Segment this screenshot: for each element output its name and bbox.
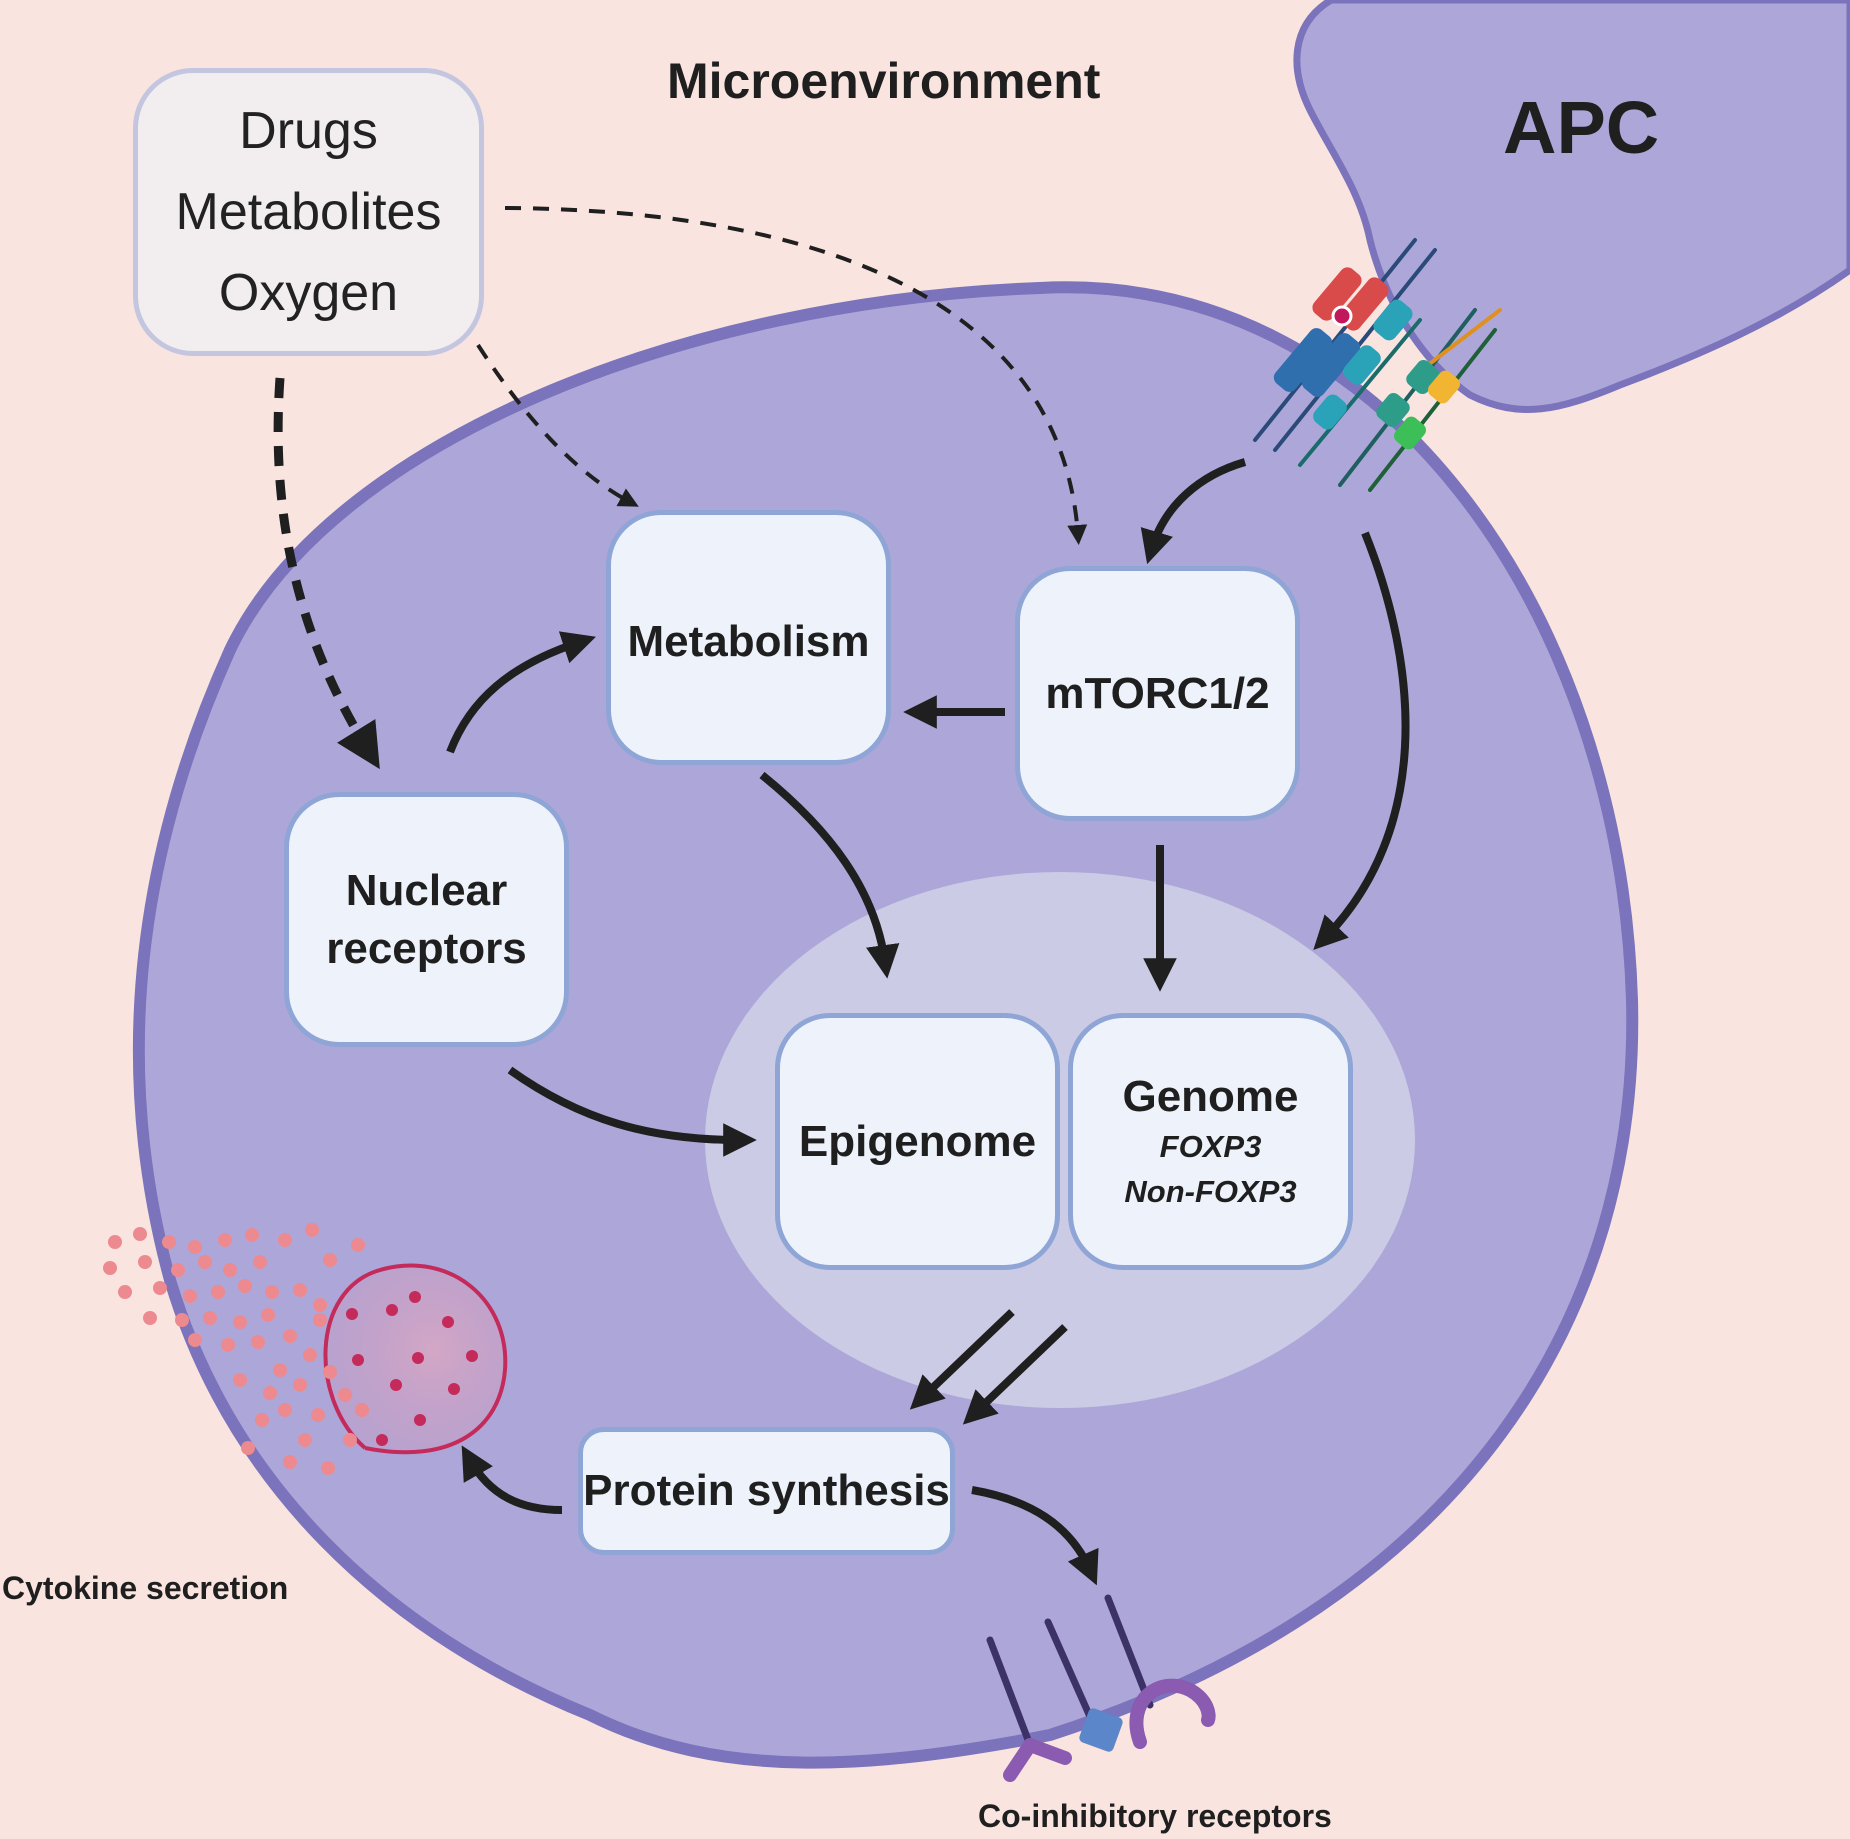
node-epigenome: Epigenome bbox=[775, 1013, 1060, 1270]
cytokine-dot bbox=[343, 1433, 357, 1447]
cytokine-dot bbox=[245, 1228, 259, 1242]
node-protein-synthesis: Protein synthesis bbox=[578, 1427, 955, 1555]
cytokine-dot bbox=[253, 1255, 267, 1269]
cytokine-dot bbox=[211, 1285, 225, 1299]
apc-label: APC bbox=[1503, 86, 1660, 169]
arrow-nuclear-receptors-to-metabolism bbox=[446, 631, 596, 754]
arrow-metabolism-to-epigenome bbox=[759, 771, 900, 979]
arrow-nuclear-receptors-to-epigenome bbox=[507, 1066, 757, 1157]
cytokine-dot bbox=[321, 1461, 335, 1475]
cytokine-dot bbox=[171, 1263, 185, 1277]
cytokine-dot bbox=[233, 1373, 247, 1387]
cytokine-dot bbox=[223, 1263, 237, 1277]
cytokine-dot bbox=[283, 1455, 297, 1469]
cytokine-dot bbox=[305, 1223, 319, 1237]
node-metabolism: Metabolism bbox=[606, 510, 891, 765]
cytokine-dot bbox=[143, 1311, 157, 1325]
dashed-arrow-to-metabolism bbox=[476, 343, 639, 507]
cytokine-dot bbox=[188, 1240, 202, 1254]
cytokine-dot bbox=[311, 1408, 325, 1422]
coinhibitory-receptor-2 bbox=[1044, 1618, 1123, 1752]
coinhibitory-receptors-label: Co-inhibitory receptors bbox=[978, 1798, 1332, 1834]
tcr-complex bbox=[1253, 238, 1502, 492]
nuclear-receptors-label-1: Nuclear bbox=[345, 866, 508, 916]
cytokine-dot bbox=[265, 1285, 279, 1299]
cytokine-dot bbox=[283, 1329, 297, 1343]
arrow-tcr-to-genome bbox=[1313, 531, 1410, 951]
cytokine-dot bbox=[198, 1255, 212, 1269]
cytokine-dot bbox=[233, 1315, 247, 1329]
coinhibitory-receptor-3 bbox=[1104, 1594, 1216, 1749]
cytokine-dot bbox=[351, 1238, 365, 1252]
arrow-tcr-to-mtorc bbox=[1140, 458, 1247, 565]
cytokine-dot bbox=[241, 1441, 255, 1455]
mtorc-label: mTORC1/2 bbox=[1045, 668, 1270, 718]
epigenome-label: Epigenome bbox=[798, 1116, 1037, 1166]
genome-foxp3-label: FOXP3 bbox=[1159, 1129, 1262, 1165]
dashed-arrow-to-mtorc bbox=[504, 206, 1088, 545]
cytokine-dot bbox=[323, 1365, 337, 1379]
cytokine-dot bbox=[255, 1413, 269, 1427]
cytokine-dot bbox=[323, 1253, 337, 1267]
cytokine-dot bbox=[261, 1308, 275, 1322]
cytokine-dot bbox=[278, 1233, 292, 1247]
cytokine-dot bbox=[313, 1313, 327, 1327]
cytokine-dot bbox=[221, 1338, 235, 1352]
cytokine-dot bbox=[203, 1311, 217, 1325]
cytokine-dot bbox=[238, 1279, 252, 1293]
secretory-vesicle bbox=[323, 1263, 508, 1455]
genome-label: Genome bbox=[1122, 1071, 1299, 1121]
env-factor-oxygen: Oxygen bbox=[218, 263, 399, 322]
cytokine-dot bbox=[133, 1227, 147, 1241]
cytokine-dot bbox=[293, 1283, 307, 1297]
arrow-protein-synthesis-to-vesicle bbox=[461, 1445, 563, 1514]
cytokine-dot bbox=[183, 1289, 197, 1303]
genome-non-foxp3-label: Non-FOXP3 bbox=[1124, 1174, 1297, 1210]
coinhibitory-receptor-1 bbox=[986, 1636, 1072, 1782]
protein-synthesis-label: Protein synthesis bbox=[583, 1466, 950, 1516]
node-mtorc: mTORC1/2 bbox=[1015, 566, 1300, 821]
env-factor-metabolites: Metabolites bbox=[175, 182, 442, 241]
cytokine-dot bbox=[273, 1363, 287, 1377]
cytokine-secretion-label: Cytokine secretion bbox=[2, 1570, 289, 1606]
cytokine-dot bbox=[162, 1235, 176, 1249]
cytokine-dot bbox=[118, 1285, 132, 1299]
cytokine-dot bbox=[138, 1255, 152, 1269]
nuclear-receptors-label-2: receptors bbox=[326, 923, 527, 973]
node-genome: Genome FOXP3 Non-FOXP3 bbox=[1068, 1013, 1353, 1270]
cytokine-dot bbox=[175, 1313, 189, 1327]
nucleus bbox=[705, 872, 1415, 1408]
cytokine-dot bbox=[303, 1348, 317, 1362]
cytokine-dot bbox=[355, 1403, 369, 1417]
cytokine-dot bbox=[278, 1403, 292, 1417]
cytokine-dot bbox=[313, 1298, 327, 1312]
cytokine-dot bbox=[251, 1335, 265, 1349]
cytokine-dot bbox=[338, 1388, 352, 1402]
cytokine-dot bbox=[153, 1281, 167, 1295]
arrow-protein-synthesis-to-receptors bbox=[971, 1486, 1099, 1586]
apc-cell bbox=[1293, 0, 1850, 413]
cytokine-dot bbox=[218, 1233, 232, 1247]
cytokine-dots bbox=[103, 1223, 369, 1475]
cytokine-dot bbox=[298, 1433, 312, 1447]
metabolism-label: Metabolism bbox=[627, 617, 870, 666]
cytokine-dot bbox=[103, 1261, 117, 1275]
arrow-nucleus-to-protein-synthesis-1 bbox=[909, 1309, 1015, 1410]
node-nuclear-receptors: Nuclear receptors bbox=[284, 792, 569, 1047]
cytokine-dot bbox=[263, 1386, 277, 1400]
env-factor-drugs: Drugs bbox=[239, 102, 378, 161]
microenvironment-factors-box: Drugs Metabolites Oxygen bbox=[133, 68, 484, 356]
cytokine-dot bbox=[108, 1235, 122, 1249]
arrow-nucleus-to-protein-synthesis-2 bbox=[962, 1324, 1068, 1425]
cytokine-dot bbox=[188, 1333, 202, 1347]
cytokine-dot bbox=[293, 1378, 307, 1392]
page-title: Microenvironment bbox=[667, 53, 1101, 109]
